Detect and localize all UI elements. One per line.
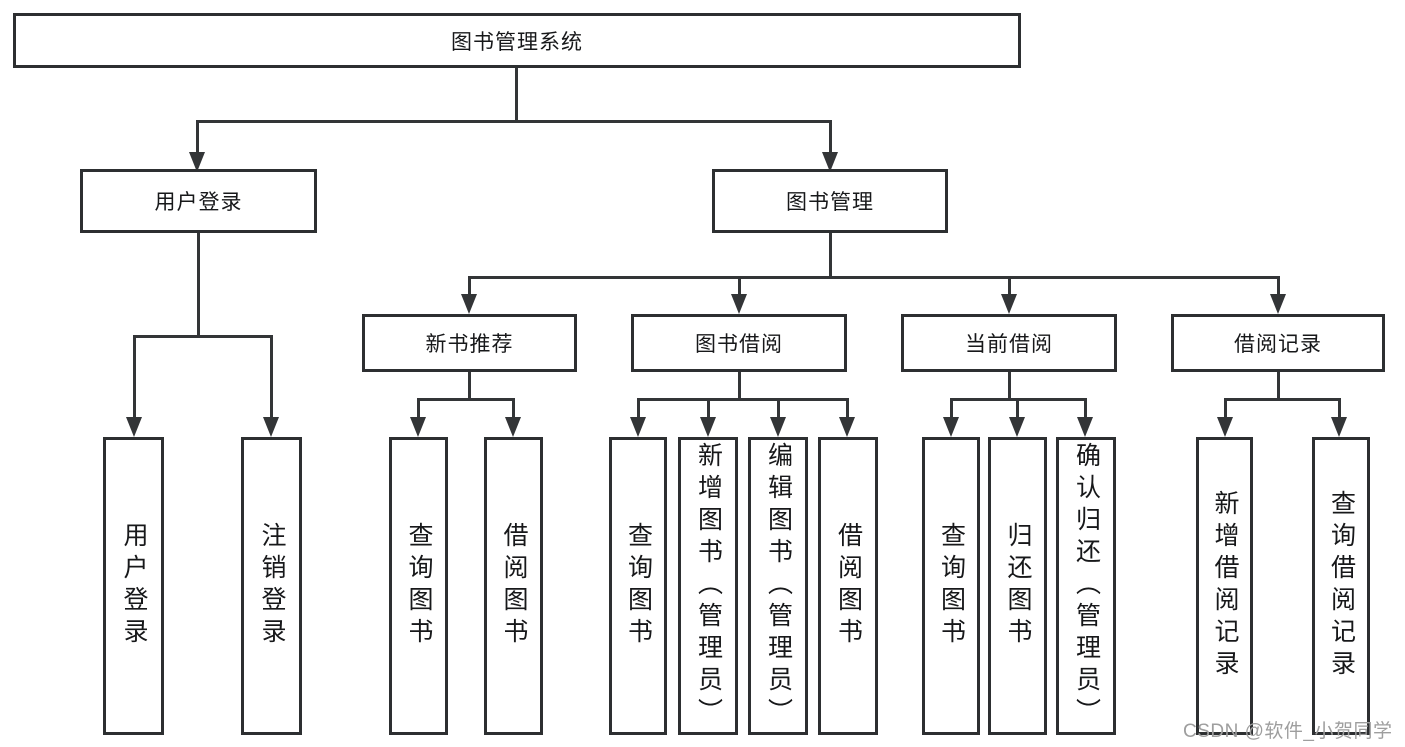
connector-line bbox=[417, 398, 515, 401]
connector-line bbox=[417, 398, 420, 419]
leaf-query-books-current: 查询图书 bbox=[922, 437, 980, 735]
node-book-borrow: 图书借阅 bbox=[631, 314, 847, 372]
leaf-query-books-recommend: 查询图书 bbox=[389, 437, 448, 735]
arrowhead-down-icon bbox=[126, 417, 142, 437]
arrowhead-down-icon bbox=[943, 417, 959, 437]
node-label: 借阅图书 bbox=[500, 522, 528, 650]
node-current-borrow: 当前借阅 bbox=[901, 314, 1117, 372]
connector-line bbox=[1008, 276, 1011, 302]
leaf-query-books-borrow: 查询图书 bbox=[609, 437, 667, 735]
connector-line bbox=[846, 398, 849, 419]
connector-line bbox=[133, 335, 136, 419]
node-label: 新增借阅记录 bbox=[1211, 490, 1239, 682]
leaf-edit-books-admin: 编辑图书（管理员） bbox=[748, 437, 808, 735]
arrowhead-down-icon bbox=[731, 294, 747, 314]
connector-line bbox=[515, 68, 518, 122]
node-label: 注销登录 bbox=[258, 522, 286, 650]
arrowhead-down-icon bbox=[461, 294, 477, 314]
node-label: 查询借阅记录 bbox=[1327, 490, 1356, 682]
node-label: 查询图书 bbox=[624, 522, 653, 650]
connector-line bbox=[637, 398, 640, 419]
arrowhead-down-icon bbox=[1331, 417, 1347, 437]
connector-line bbox=[738, 372, 741, 400]
arrowhead-down-icon bbox=[1001, 294, 1017, 314]
arrowhead-down-icon bbox=[822, 152, 838, 172]
connector-line bbox=[1338, 398, 1341, 419]
node-user-login: 用户登录 bbox=[80, 169, 317, 233]
connector-line bbox=[512, 398, 515, 419]
connector-line bbox=[1016, 398, 1019, 419]
node-book-management: 图书管理 bbox=[712, 169, 948, 233]
connector-line bbox=[1277, 276, 1280, 302]
arrowhead-down-icon bbox=[1009, 417, 1025, 437]
node-label: 借阅图书 bbox=[834, 522, 863, 650]
connector-line bbox=[707, 398, 710, 419]
leaf-borrow-books-recommend: 借阅图书 bbox=[484, 437, 543, 735]
arrowhead-down-icon bbox=[263, 417, 279, 437]
connector-line bbox=[738, 276, 741, 302]
leaf-borrow-books: 借阅图书 bbox=[818, 437, 878, 735]
connector-line bbox=[777, 398, 780, 419]
node-label: 编辑图书（管理员） bbox=[764, 442, 793, 730]
arrowhead-down-icon bbox=[770, 417, 786, 437]
node-borrow-records: 借阅记录 bbox=[1171, 314, 1385, 372]
node-label: 图书借阅 bbox=[695, 333, 783, 356]
connector-line bbox=[1224, 398, 1341, 401]
arrowhead-down-icon bbox=[189, 152, 205, 172]
arrowhead-down-icon bbox=[630, 417, 646, 437]
node-label: 确认归还（管理员） bbox=[1072, 442, 1101, 730]
connector-line bbox=[637, 398, 849, 401]
leaf-return-books: 归还图书 bbox=[988, 437, 1047, 735]
leaf-user-login: 用户登录 bbox=[103, 437, 164, 735]
node-label: 用户登录 bbox=[120, 522, 148, 650]
connector-line bbox=[133, 335, 273, 338]
leaf-add-books-admin: 新增图书（管理员） bbox=[678, 437, 738, 735]
node-label: 查询图书 bbox=[405, 522, 433, 650]
connector-line bbox=[829, 120, 832, 154]
arrowhead-down-icon bbox=[1077, 417, 1093, 437]
leaf-query-borrow-record: 查询借阅记录 bbox=[1312, 437, 1370, 735]
arrowhead-down-icon bbox=[700, 417, 716, 437]
connector-line bbox=[1084, 398, 1087, 419]
connector-line bbox=[468, 372, 471, 400]
connector-line bbox=[270, 335, 273, 419]
arrowhead-down-icon bbox=[1217, 417, 1233, 437]
node-label: 新书推荐 bbox=[425, 333, 514, 356]
node-label: 用户登录 bbox=[154, 191, 243, 214]
connector-line bbox=[1008, 372, 1011, 400]
node-label: 当前借阅 bbox=[965, 333, 1053, 356]
node-label: 图书管理系统 bbox=[451, 30, 583, 54]
connector-line bbox=[950, 398, 953, 419]
node-label: 借阅记录 bbox=[1234, 333, 1322, 356]
node-library-system: 图书管理系统 bbox=[13, 13, 1021, 68]
connector-line bbox=[468, 276, 1280, 279]
arrowhead-down-icon bbox=[1270, 294, 1286, 314]
connector-line bbox=[196, 120, 199, 154]
leaf-logout: 注销登录 bbox=[241, 437, 302, 735]
leaf-add-borrow-record: 新增借阅记录 bbox=[1196, 437, 1253, 735]
connector-line bbox=[468, 276, 471, 302]
node-label: 查询图书 bbox=[937, 522, 966, 650]
csdn-watermark: CSDN @软件_小贺同学 bbox=[1183, 721, 1393, 742]
connector-line bbox=[1224, 398, 1227, 419]
arrowhead-down-icon bbox=[410, 417, 426, 437]
leaf-confirm-return-admin: 确认归还（管理员） bbox=[1056, 437, 1116, 735]
connector-line bbox=[829, 233, 832, 278]
arrowhead-down-icon bbox=[505, 417, 521, 437]
node-label: 图书管理 bbox=[786, 191, 874, 214]
connector-line bbox=[196, 120, 832, 123]
node-label: 新增图书（管理员） bbox=[694, 442, 723, 730]
node-label: 归还图书 bbox=[1004, 522, 1032, 650]
connector-line bbox=[1277, 372, 1280, 400]
node-new-book-recommend: 新书推荐 bbox=[362, 314, 577, 372]
arrowhead-down-icon bbox=[839, 417, 855, 437]
connector-line bbox=[197, 233, 200, 337]
